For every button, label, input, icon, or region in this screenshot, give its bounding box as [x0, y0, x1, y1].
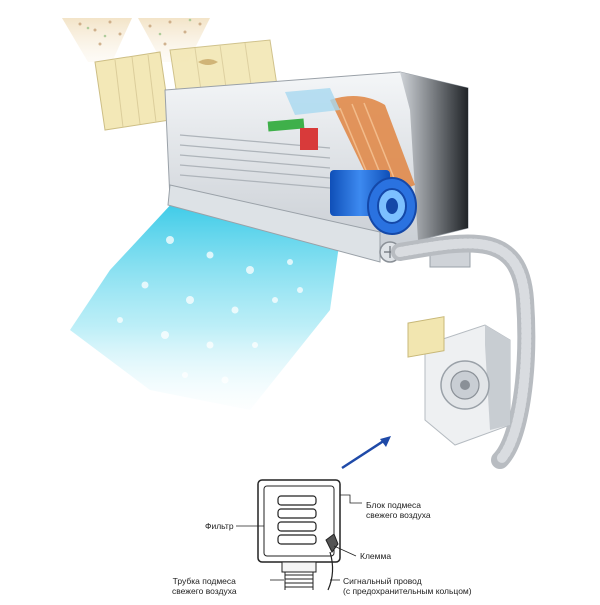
label-mixing-block: Блок подмеса свежего воздуха — [366, 500, 431, 520]
heat-exchanger — [330, 96, 415, 194]
incoming-air-cones — [62, 18, 210, 62]
label-tube-line2: свежего воздуха — [172, 586, 237, 596]
label-signal-line2: (с предохранительным кольцом) — [343, 586, 472, 596]
mixing-block-schematic — [236, 479, 362, 591]
label-clamp: Клемма — [360, 551, 392, 561]
fresh-air-mixing-block — [407, 316, 511, 446]
blower-fan — [330, 170, 417, 235]
label-mixing-block-line1: Блок подмеса — [366, 500, 421, 510]
label-mixing-block-line2: свежего воздуха — [366, 510, 431, 520]
label-tube-line1: Трубка подмеса — [172, 576, 236, 586]
pointer-arrow — [341, 436, 391, 470]
cold-air-stream — [70, 200, 340, 410]
label-filter: Фильтр — [205, 521, 234, 531]
label-signal-wire: Сигнальный провод (с предохранительным к… — [343, 576, 472, 596]
label-tube: Трубка подмеса свежего воздуха — [172, 576, 237, 596]
label-signal-line1: Сигнальный провод — [343, 576, 422, 586]
indoor-unit — [164, 71, 471, 268]
moisture-droplets — [117, 236, 303, 384]
